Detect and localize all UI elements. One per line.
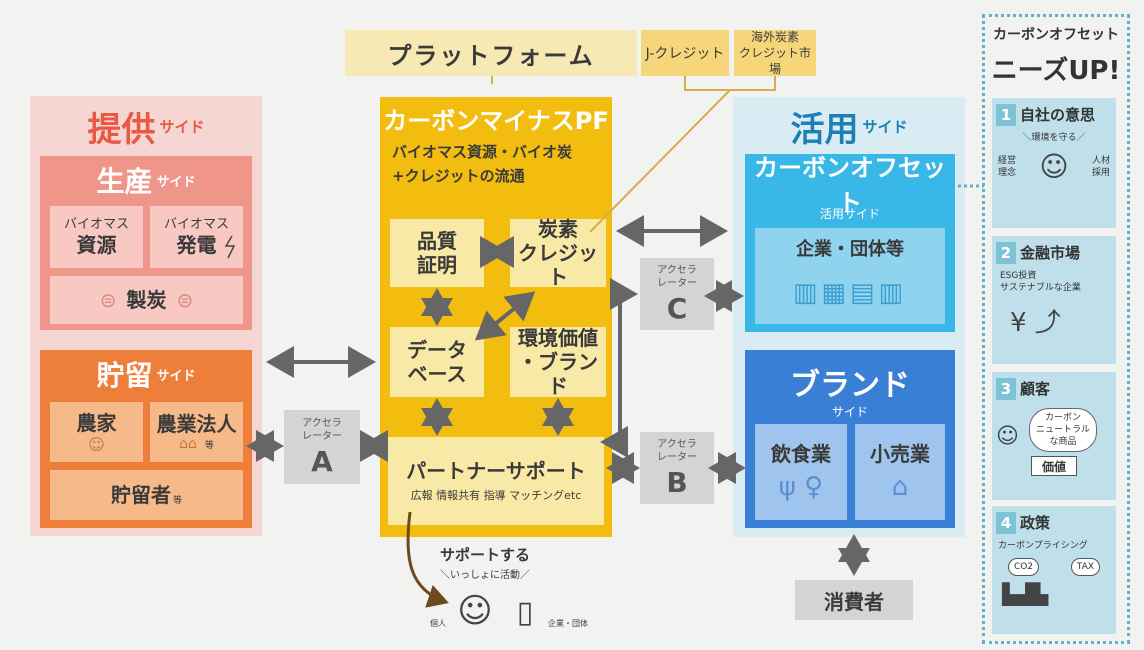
accelerator-b: アクセラ レーター B: [640, 432, 714, 504]
database-box: データ ベース: [390, 327, 484, 397]
platform-banner: プラットフォーム: [345, 30, 637, 76]
person-icon: ☺: [457, 591, 493, 631]
tax-tag: TAX: [1070, 558, 1101, 576]
co2-tag: CO2: [1007, 558, 1040, 576]
individual-label: 個人: [430, 619, 446, 628]
enterprises-box: [755, 228, 945, 324]
carbon-offset-subtitle: 活用サイド: [819, 206, 880, 221]
log-icon: ⊜: [176, 288, 194, 312]
supply-side-title: 提供サイド: [87, 109, 205, 150]
log-icon: ⊜: [99, 288, 117, 312]
carbon-offset-title: カーボンオフセット: [754, 154, 946, 217]
barn-icon: ⌂⌂: [179, 436, 197, 452]
j-credit-box: J-クレジット: [641, 30, 729, 76]
needs-title-2: ニーズUP!: [991, 55, 1121, 86]
farmer-box: 農家 ☺: [50, 402, 143, 462]
store-icon: ⌂: [891, 472, 909, 502]
factory-icon: ▙▟▙: [1002, 582, 1049, 606]
biomass-power-box: バイオマス 発電: [150, 206, 243, 268]
biomass-resources-box: バイオマス 資源: [50, 206, 143, 268]
platform-title: カーボンマイナスPF: [383, 106, 609, 135]
carbon-credit-box: 炭素 クレジット: [510, 217, 606, 289]
support-title: サポートする: [439, 545, 530, 564]
enterprises-label: 企業・団体等: [796, 239, 904, 260]
platform-subtitle: バイオマス資源・バイオ炭 +クレジットの流通: [392, 143, 573, 185]
needs-title-1: カーボンオフセット: [993, 27, 1119, 43]
gift-icon: ☺: [1039, 150, 1069, 183]
accelerator-c: アクセラ レーター C: [640, 258, 714, 330]
charcoal-box: ⊜ 製炭 ⊜: [50, 276, 243, 324]
farmer-icon: ☺: [88, 434, 105, 454]
production-side-title: 生産サイド: [96, 165, 196, 198]
storer-box: 貯留者 等: [50, 470, 243, 520]
retail-box: 小売業 ⌂: [855, 424, 945, 520]
document-icon: ▯: [516, 594, 534, 630]
org-label: 企業・団体: [548, 619, 588, 628]
buildings-icon: ▥▦▤▥: [792, 278, 908, 308]
brand-subtitle: サイド: [831, 404, 868, 419]
value-tag: 価値: [1031, 456, 1077, 476]
use-side-title: 活用サイド: [790, 109, 908, 150]
agri-corp-box: 農業法人 ⌂⌂ 等: [150, 402, 243, 462]
partner-support-box: パートナーサポート 広報 情報共有 指導 マッチングetc: [388, 437, 604, 525]
restaurant-box: 飲食業 ψ ♀: [755, 424, 847, 520]
support-subtitle: ＼いっしょに活動／: [440, 569, 530, 581]
quality-cert-box: 品質 証明: [390, 219, 484, 287]
food-icon: ψ ♀: [778, 472, 824, 502]
overseas-credit-market-box: 海外炭素 クレジット市場: [734, 30, 816, 76]
money-bag-icon: ¥ ⤴: [1010, 308, 1061, 338]
consumer-box: 消費者: [795, 580, 913, 620]
brand-title: ブランド: [790, 368, 910, 403]
customer-icon: ☺: [996, 424, 1019, 449]
accelerator-a: アクセラ レーター A: [284, 410, 360, 484]
env-value-brand-box: 環境価値 ・ブランド: [510, 326, 606, 398]
storage-side-title: 貯留サイド: [96, 359, 196, 392]
